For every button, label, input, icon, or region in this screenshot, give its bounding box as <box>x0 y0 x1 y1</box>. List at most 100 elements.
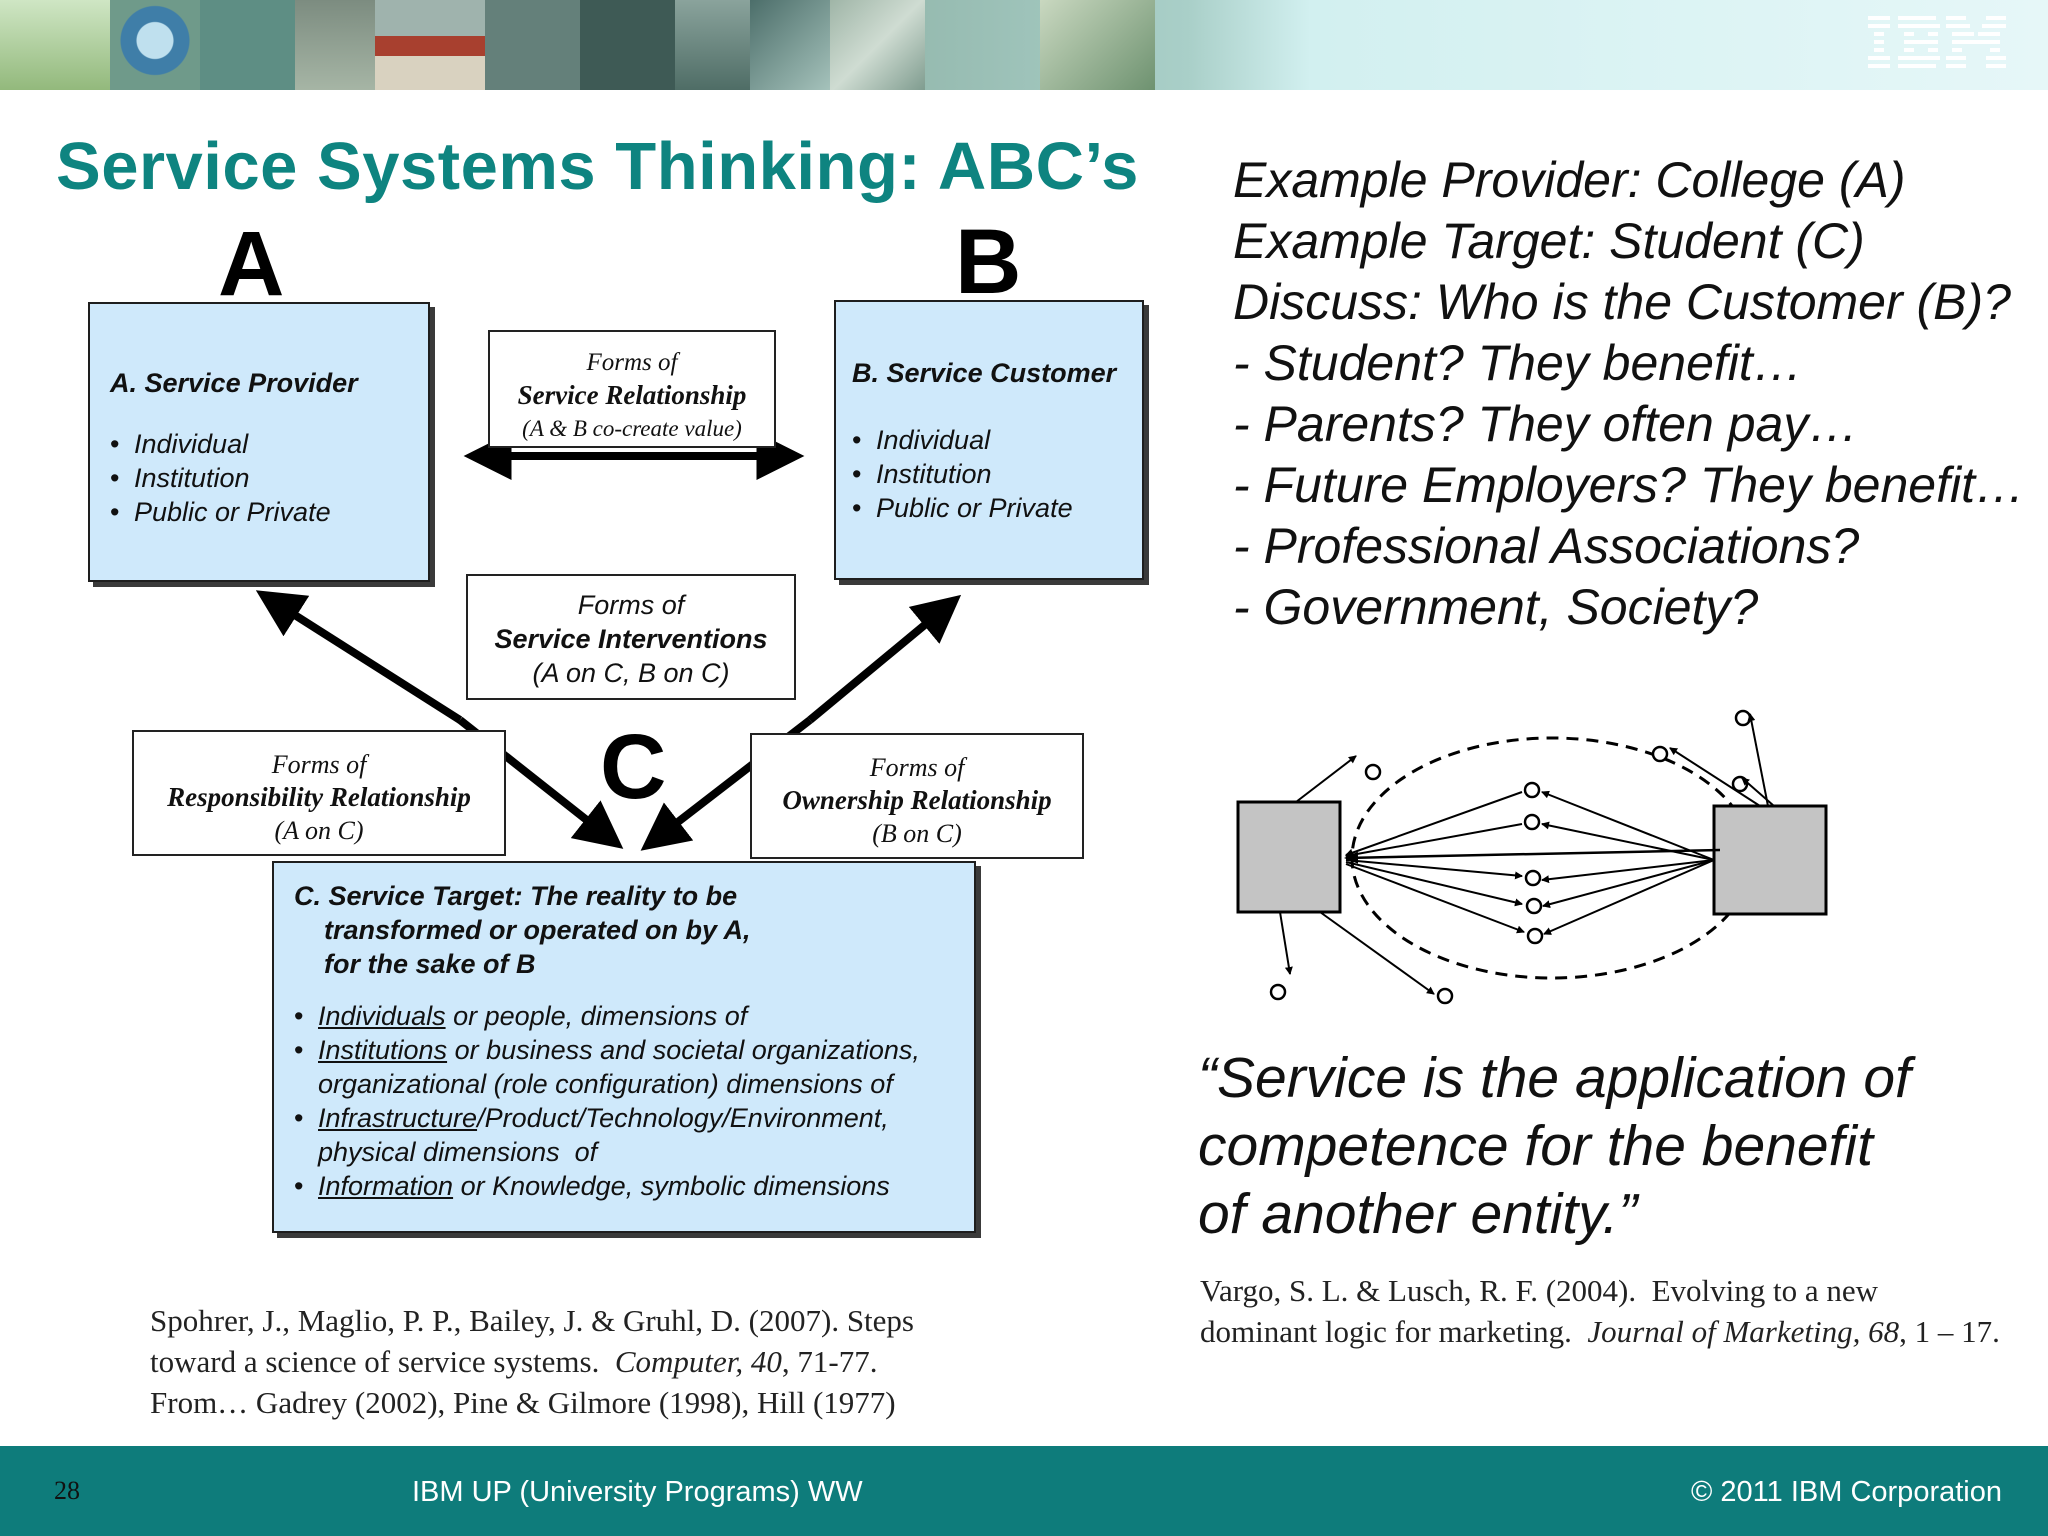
responsibility-relationship-line3: (A on C) <box>274 816 364 845</box>
discussion-line: - Parents? They often pay… <box>1233 396 1859 452</box>
ownership-relationship-line3: (B on C) <box>872 819 962 848</box>
right-citation-line1: Vargo, S. L. & Lusch, R. F. (2004). Evol… <box>1200 1273 1879 1308</box>
target-list: Individuals or people, dimensions of Ins… <box>294 999 974 1203</box>
entity-box-left <box>1236 800 1342 914</box>
right-citation-line2a: dominant logic for marketing. <box>1200 1314 1588 1349</box>
service-interventions-line2: Service Interventions <box>494 624 768 654</box>
right-citation-line2: dominant logic for marketing. Journal of… <box>1200 1311 2000 1352</box>
provider-list: Individual Institution Public or Private <box>110 427 428 529</box>
responsibility-relationship-line2: Responsibility Relationship <box>167 782 471 812</box>
left-citation-line2: toward a science of service systems. Com… <box>150 1341 914 1382</box>
discussion-line: Example Target: Student (C) <box>1233 213 1865 269</box>
resource-node <box>1651 745 1669 763</box>
right-citation-line2c: , 1 – 17. <box>1899 1314 2000 1349</box>
responsibility-relationship-box: Forms of Responsibility Relationship (A … <box>132 730 506 856</box>
list-item: Individuals or people, dimensions of <box>294 999 974 1033</box>
banner-photo-device <box>295 0 375 90</box>
right-citation: Vargo, S. L. & Lusch, R. F. (2004). Evol… <box>1200 1270 2000 1352</box>
service-network-diagram <box>1236 709 1828 1005</box>
ownership-relationship-box: Forms of Ownership Relationship (B on C) <box>750 733 1084 859</box>
target-item2-line2: organizational (role configuration) dime… <box>318 1069 893 1099</box>
service-relationship-line3: (A & B co-create value) <box>522 416 742 441</box>
discussion-line: - Professional Associations? <box>1233 518 1860 574</box>
footer-bar: 28 IBM UP (University Programs) WW © 201… <box>0 1446 2048 1536</box>
target-heading-line2: transformed or operated on by A, <box>324 915 751 945</box>
customer-list: Individual Institution Public or Private <box>852 423 1142 525</box>
responsibility-relationship-line1: Forms of <box>271 750 367 779</box>
resource-node <box>1269 983 1287 1001</box>
customer-box: B. Service Customer Individual Instituti… <box>834 300 1144 580</box>
banner-photo-aerial <box>830 0 925 90</box>
resource-node <box>1524 869 1542 887</box>
banner-photo-screens <box>750 0 830 90</box>
resource-node <box>1525 897 1543 915</box>
left-citation-line1: Spohrer, J., Maglio, P. P., Bailey, J. &… <box>150 1303 914 1338</box>
list-item: Public or Private <box>852 491 1142 525</box>
target-box: C. Service Target: The reality to be tra… <box>272 861 976 1233</box>
target-item3-keyword: Infrastructure <box>318 1103 478 1133</box>
target-item2-keyword: Institutions <box>318 1035 448 1065</box>
service-relationship-line2: Service Relationship <box>517 380 747 410</box>
quote-line2: competence for the benefit <box>1198 1114 1873 1178</box>
target-item2-text: or business and societal organizations, <box>447 1035 920 1065</box>
list-item: Individual <box>852 423 1142 457</box>
quote-line3: of another entity.” <box>1198 1182 1638 1246</box>
page-number: 28 <box>54 1476 80 1505</box>
resource-node <box>1436 987 1454 1005</box>
banner-photo-street <box>485 0 580 90</box>
banner-photo-chip <box>1040 0 1155 90</box>
banner-photo-building <box>200 0 295 90</box>
discussion-line: - Student? They benefit… <box>1233 335 1803 391</box>
list-item: Public or Private <box>110 495 428 529</box>
target-heading-line1: C. Service Target: The reality to be <box>294 881 738 911</box>
left-citation-line2c: , 71-77. <box>781 1344 878 1379</box>
list-item: Institution <box>110 461 428 495</box>
left-citation-line3: From… Gadrey (2002), Pine & Gilmore (199… <box>150 1385 896 1420</box>
resource-node <box>1523 781 1541 799</box>
left-citation-line2a: toward a science of service systems. <box>150 1344 615 1379</box>
resource-node <box>1526 927 1544 945</box>
resource-node <box>1734 709 1752 727</box>
target-item3-text: /Product/Technology/Environment, <box>477 1103 889 1133</box>
right-citation-journal: Journal of Marketing, 68 <box>1587 1314 1900 1349</box>
banner-photo-wheel <box>110 0 200 90</box>
list-item: Institutions or business and societal or… <box>294 1033 974 1101</box>
target-item3-line2: physical dimensions of <box>318 1137 598 1167</box>
ibm-logo-icon <box>1868 16 2006 68</box>
letter-a: A <box>218 213 285 315</box>
letter-b: B <box>955 211 1022 313</box>
service-interventions-line1: Forms of <box>577 590 685 620</box>
target-item4-keyword: Information <box>318 1171 454 1201</box>
footer-program: IBM UP (University Programs) WW <box>412 1476 863 1508</box>
service-interventions-line3: (A on C, B on C) <box>532 658 730 688</box>
resource-node <box>1523 813 1541 831</box>
list-item: Individual <box>110 427 428 461</box>
provider-heading: A. Service Provider <box>110 368 358 398</box>
ownership-relationship-line2: Ownership Relationship <box>782 785 1052 815</box>
service-relationship-line1: Forms of <box>586 349 678 376</box>
footer-copyright: © 2011 IBM Corporation <box>1691 1476 2002 1508</box>
discussion-line: Discuss: Who is the Customer (B)? <box>1233 274 2011 330</box>
quote-line1: “Service is the application of <box>1198 1046 1911 1110</box>
resource-node <box>1364 763 1382 781</box>
slide-title: Service Systems Thinking: ABC’s <box>56 129 1139 204</box>
discussion-line: - Future Employers? They benefit… <box>1233 457 2025 513</box>
list-item: Information or Knowledge, symbolic dimen… <box>294 1169 974 1203</box>
discussion-list: Example Provider: College (A) Example Ta… <box>1233 150 2025 638</box>
list-item: Institution <box>852 457 1142 491</box>
arrow-c-to-a <box>255 590 463 724</box>
target-heading-line3: for the sake of B <box>324 949 536 979</box>
entity-box-right <box>1712 804 1828 916</box>
customer-heading: B. Service Customer <box>852 358 1117 388</box>
discussion-line: Example Provider: College (A) <box>1233 152 1906 208</box>
service-interventions-box: Forms of Service Interventions (A on C, … <box>466 574 796 700</box>
left-citation: Spohrer, J., Maglio, P. P., Bailey, J. &… <box>150 1300 914 1423</box>
network-boundary <box>1350 736 1754 980</box>
left-citation-journal: Computer, 40 <box>614 1344 782 1379</box>
banner-photo-dark <box>580 0 675 90</box>
service-relationship-box: Forms of Service Relationship (A & B co-… <box>488 330 776 448</box>
list-item: Infrastructure/Product/Technology/Enviro… <box>294 1101 974 1169</box>
header-banner <box>0 0 2048 90</box>
target-item4-text: or Knowledge, symbolic dimensions <box>453 1171 890 1201</box>
